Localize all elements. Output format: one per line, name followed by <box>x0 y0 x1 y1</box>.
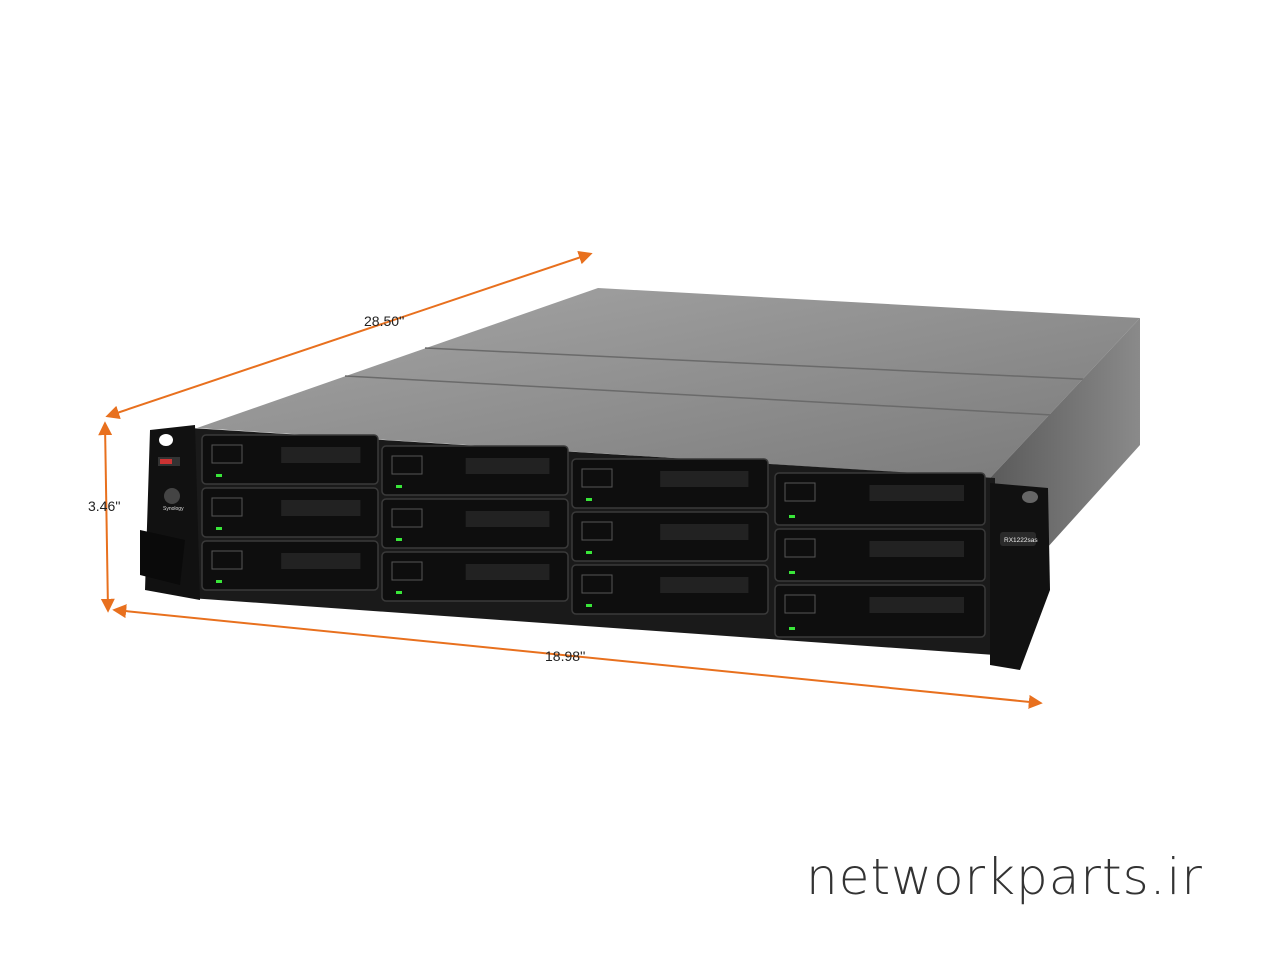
bay-status-led <box>216 580 222 583</box>
height-label: 3.46'' <box>88 498 121 514</box>
bay-status-led <box>789 515 795 518</box>
model-label: RX1222sas <box>1004 537 1038 544</box>
bay-status-led <box>216 527 222 530</box>
drive-bay[interactable] <box>774 472 986 526</box>
bay-latch[interactable] <box>581 574 613 594</box>
bay-latch[interactable] <box>211 497 243 517</box>
bay-vent <box>465 511 550 527</box>
drive-bay[interactable] <box>381 498 569 549</box>
bay-status-led <box>396 538 402 541</box>
drive-bay[interactable] <box>201 487 379 538</box>
drive-bay[interactable] <box>571 511 769 562</box>
drive-bay[interactable] <box>774 528 986 582</box>
left-rack-ear: Synology <box>140 425 200 600</box>
bay-status-led <box>789 571 795 574</box>
dimension-arrows <box>98 250 1043 709</box>
bay-status-led <box>586 604 592 607</box>
bay-latch[interactable] <box>784 538 816 558</box>
drive-bay[interactable] <box>381 551 569 602</box>
bay-vent <box>660 471 749 487</box>
bay-vent <box>281 553 361 569</box>
height-arrow <box>98 421 115 613</box>
bay-vent <box>281 500 361 516</box>
bay-status-led <box>396 591 402 594</box>
width-label: 18.98'' <box>545 648 586 664</box>
drive-bay[interactable] <box>571 564 769 615</box>
bay-vent <box>465 458 550 474</box>
width-arrow <box>112 604 1043 709</box>
right-rack-ear: RX1222sas <box>990 483 1050 670</box>
drive-bay[interactable] <box>201 540 379 591</box>
bay-status-led <box>396 485 402 488</box>
bay-status-led <box>586 551 592 554</box>
bay-latch[interactable] <box>784 482 816 502</box>
bay-latch[interactable] <box>391 508 423 528</box>
bay-vent <box>869 597 964 613</box>
bay-vent <box>869 485 964 501</box>
bay-vent <box>660 524 749 540</box>
watermark: networkparts.ir <box>806 848 1203 906</box>
bay-status-led <box>216 474 222 477</box>
bay-latch[interactable] <box>581 468 613 488</box>
bay-status-led <box>789 627 795 630</box>
bay-vent <box>660 577 749 593</box>
bay-latch[interactable] <box>211 444 243 464</box>
bay-vent <box>281 447 361 463</box>
depth-arrow <box>105 250 593 420</box>
drive-bay[interactable] <box>774 584 986 638</box>
bay-latch[interactable] <box>211 550 243 570</box>
depth-label: 28.50'' <box>364 313 405 329</box>
brand-logo: Synology <box>163 506 184 512</box>
bay-vent <box>465 564 550 580</box>
drive-bay[interactable] <box>201 434 379 485</box>
bay-latch[interactable] <box>391 455 423 475</box>
bay-status-led <box>586 498 592 501</box>
bay-vent <box>869 541 964 557</box>
bay-latch[interactable] <box>391 561 423 581</box>
drive-bay[interactable] <box>571 458 769 509</box>
drive-bay[interactable] <box>381 445 569 496</box>
bay-latch[interactable] <box>581 521 613 541</box>
